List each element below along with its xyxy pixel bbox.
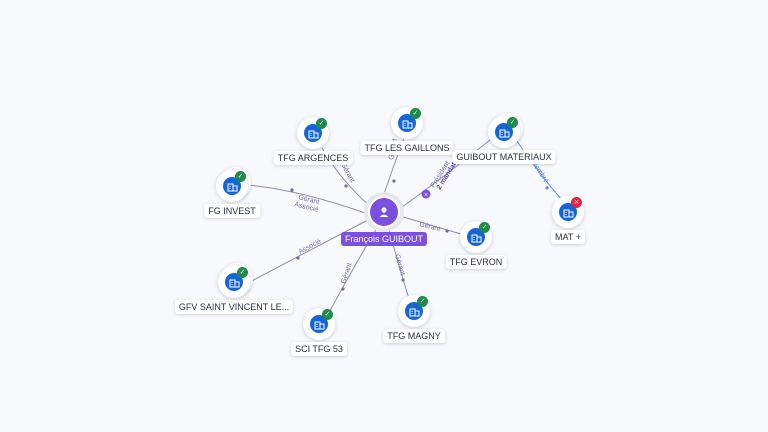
- company-label: GFV SAINT VINCENT LE...: [174, 300, 294, 314]
- edge-arrow: [545, 186, 549, 190]
- center-person-label: François GUIBOUT: [340, 232, 428, 246]
- check-icon: ✓: [417, 296, 428, 307]
- close-icon: ×: [571, 197, 582, 208]
- edge-arrow: [392, 179, 396, 183]
- edge-arrow: [290, 188, 294, 192]
- building-icon: [225, 273, 243, 291]
- edge-gfv: [249, 219, 369, 283]
- building-icon: [467, 228, 485, 246]
- building-icon: [310, 315, 328, 333]
- edge-label: Gérant: [393, 254, 406, 277]
- check-icon: ✓: [316, 118, 327, 129]
- building-icon: [223, 177, 241, 195]
- building-icon: [495, 123, 513, 141]
- company-label: SCI TFG 53: [291, 342, 347, 356]
- company-label: TFG MAGNY: [383, 329, 445, 343]
- check-icon: ✓: [235, 171, 246, 182]
- edge-arrow: [445, 229, 449, 233]
- edge-label: Gérant: [340, 262, 353, 285]
- building-icon: [405, 302, 423, 320]
- edge-arrow: [341, 287, 345, 291]
- edge-arrow: [401, 278, 405, 282]
- edge-mat: [511, 133, 563, 201]
- building-icon: [559, 203, 577, 221]
- edge-arrow: [344, 184, 348, 188]
- company-label: TFG LES GAILLONS: [360, 141, 454, 155]
- company-label: GUIBOUT MATERIAUX: [452, 150, 556, 164]
- edge-label: Associé: [298, 238, 323, 256]
- edge-invest: [247, 184, 369, 215]
- company-label: MAT +: [551, 230, 585, 244]
- company-label: TFG EVRON: [445, 255, 507, 269]
- edge-label: Gérant: [419, 221, 442, 233]
- check-icon: ✓: [479, 222, 490, 233]
- company-label: FG INVEST: [204, 204, 260, 218]
- company-label: TFG ARGENCES: [273, 151, 353, 165]
- building-icon: [398, 114, 416, 132]
- edge-arrow: [296, 256, 300, 260]
- edge-label: Gérant: [298, 194, 321, 206]
- check-icon: ✓: [507, 117, 518, 128]
- person-icon: [370, 198, 398, 226]
- check-icon: ✓: [322, 309, 333, 320]
- check-icon: ✓: [237, 267, 248, 278]
- building-icon: [304, 124, 322, 142]
- mandates-marker-icon: ×: [423, 192, 428, 199]
- check-icon: ✓: [410, 108, 421, 119]
- edge-materiaux: [397, 131, 501, 211]
- mandates-marker[interactable]: [421, 189, 431, 199]
